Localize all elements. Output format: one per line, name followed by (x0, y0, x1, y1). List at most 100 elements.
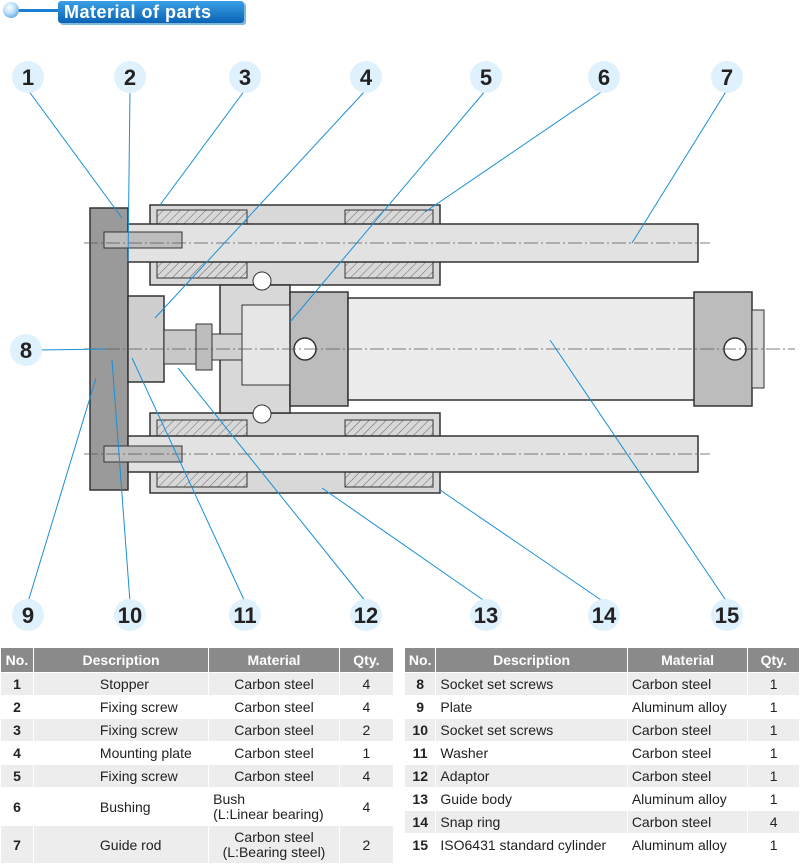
part-qty: 1 (747, 741, 800, 765)
fixing-screws (103, 231, 183, 463)
svg-text:5: 5 (480, 65, 492, 90)
column-header-no: No. (0, 647, 34, 673)
part-material: Carbon steel (626, 810, 749, 834)
column-header-no: No. (403, 647, 437, 673)
callout-5: 5 (470, 61, 502, 93)
table-row: 7 Guide rod Carbon steel (L:Bearing stee… (0, 825, 395, 864)
table-header-row: No. Description Material Qty. (0, 647, 395, 673)
svg-text:3: 3 (239, 65, 251, 90)
part-description: Guide body (435, 787, 628, 811)
part-material: Carbon steel (208, 672, 340, 696)
column-header-material: Material (626, 647, 749, 673)
svg-text:6: 6 (598, 65, 610, 90)
parts-table-left: No. Description Material Qty. 1 Stopper … (0, 647, 395, 864)
part-material: Carbon steel (L:Bearing steel) (208, 825, 340, 864)
part-description: Adaptor (435, 764, 628, 788)
part-material: Carbon steel (626, 718, 749, 742)
table-row: 2 Fixing screw Carbon steel 4 (0, 695, 395, 719)
part-qty: 4 (338, 764, 395, 788)
callout-10: 10 (114, 599, 146, 631)
part-qty: 4 (338, 695, 395, 719)
part-description: Fixing screw (32, 764, 210, 788)
svg-text:15: 15 (715, 603, 739, 628)
part-no: 11 (403, 741, 437, 765)
part-no: 12 (403, 764, 437, 788)
part-qty: 4 (338, 672, 395, 696)
part-qty: 1 (747, 787, 800, 811)
table-row: 6 Bushing Bush (L:Linear bearing) 4 (0, 787, 395, 826)
part-no: 15 (403, 833, 437, 857)
part-material: Aluminum alloy (626, 833, 749, 857)
part-no: 6 (0, 787, 34, 826)
table-row: 4 Mounting plate Carbon steel 1 (0, 741, 395, 765)
leader-lines (27, 89, 728, 603)
adaptor (163, 323, 243, 371)
part-description: ISO6431 standard cylinder (435, 833, 628, 857)
part-description: Socket set screws (435, 718, 628, 742)
part-qty: 2 (338, 718, 395, 742)
parts-table-right: No. Description Material Qty. 8 Socket s… (403, 647, 800, 857)
part-no: 7 (0, 825, 34, 864)
svg-text:14: 14 (592, 603, 617, 628)
table-row: 1 Stopper Carbon steel 4 (0, 672, 395, 696)
part-description: Plate (435, 695, 628, 719)
part-material: Carbon steel (208, 695, 340, 719)
callout-15: 15 (711, 599, 743, 631)
part-no: 8 (403, 672, 437, 696)
svg-text:11: 11 (233, 603, 256, 628)
table-row: 12 Adaptor Carbon steel 1 (403, 764, 800, 788)
mounting-plate (127, 295, 165, 383)
callout-13: 13 (470, 599, 502, 631)
section-banner: Material of parts (0, 0, 248, 26)
part-description: Bushing (32, 787, 210, 826)
svg-text:9: 9 (22, 603, 34, 628)
callout-14: 14 (588, 599, 620, 631)
table-row: 13 Guide body Aluminum alloy 1 (403, 787, 800, 811)
part-material: Bush (L:Linear bearing) (208, 787, 340, 826)
column-header-qty: Qty. (747, 647, 800, 673)
svg-text:13: 13 (474, 603, 498, 628)
part-qty: 1 (747, 764, 800, 788)
part-description: Snap ring (435, 810, 628, 834)
part-description: Mounting plate (32, 741, 210, 765)
banner-line (16, 9, 60, 12)
svg-text:4: 4 (360, 65, 373, 90)
assembly-diagram: 1 2 3 4 5 6 7 8 9 10 11 12 13 14 15 (10, 61, 795, 631)
svg-text:12: 12 (354, 603, 378, 628)
part-material-main: Bush (213, 790, 246, 807)
callout-3: 3 (229, 61, 261, 93)
table-row: 5 Fixing screw Carbon steel 4 (0, 764, 395, 788)
part-no: 10 (403, 718, 437, 742)
svg-text:8: 8 (20, 338, 32, 363)
part-no: 14 (403, 810, 437, 834)
callout-12: 12 (350, 599, 382, 631)
part-material: Carbon steel (208, 718, 340, 742)
center-lines (84, 242, 795, 455)
part-no: 13 (403, 787, 437, 811)
column-header-material: Material (208, 647, 340, 673)
svg-text:10: 10 (118, 603, 142, 628)
callout-2: 2 (114, 61, 146, 93)
callout-8: 8 (10, 334, 42, 366)
part-no: 2 (0, 695, 34, 719)
callout-4: 4 (350, 61, 382, 93)
table-row: 3 Fixing screw Carbon steel 2 (0, 718, 395, 742)
bullet-icon (3, 2, 19, 18)
bushings (156, 209, 434, 488)
part-qty: 1 (747, 672, 800, 696)
table-row: 8 Socket set screws Carbon steel 1 (403, 672, 800, 696)
part-qty: 1 (747, 718, 800, 742)
part-material: Aluminum alloy (626, 695, 749, 719)
part-material: Carbon steel (626, 741, 749, 765)
part-material: Carbon steel (626, 764, 749, 788)
part-no: 3 (0, 718, 34, 742)
part-no: 9 (403, 695, 437, 719)
column-header-description: Description (32, 647, 210, 673)
part-qty: 4 (338, 787, 395, 826)
table-row: 10 Socket set screws Carbon steel 1 (403, 718, 800, 742)
callout-11: 11 (229, 599, 261, 631)
svg-text:1: 1 (22, 65, 34, 90)
part-no: 1 (0, 672, 34, 696)
part-material-sub: (L:Linear bearing) (213, 805, 324, 822)
part-no: 4 (0, 741, 34, 765)
